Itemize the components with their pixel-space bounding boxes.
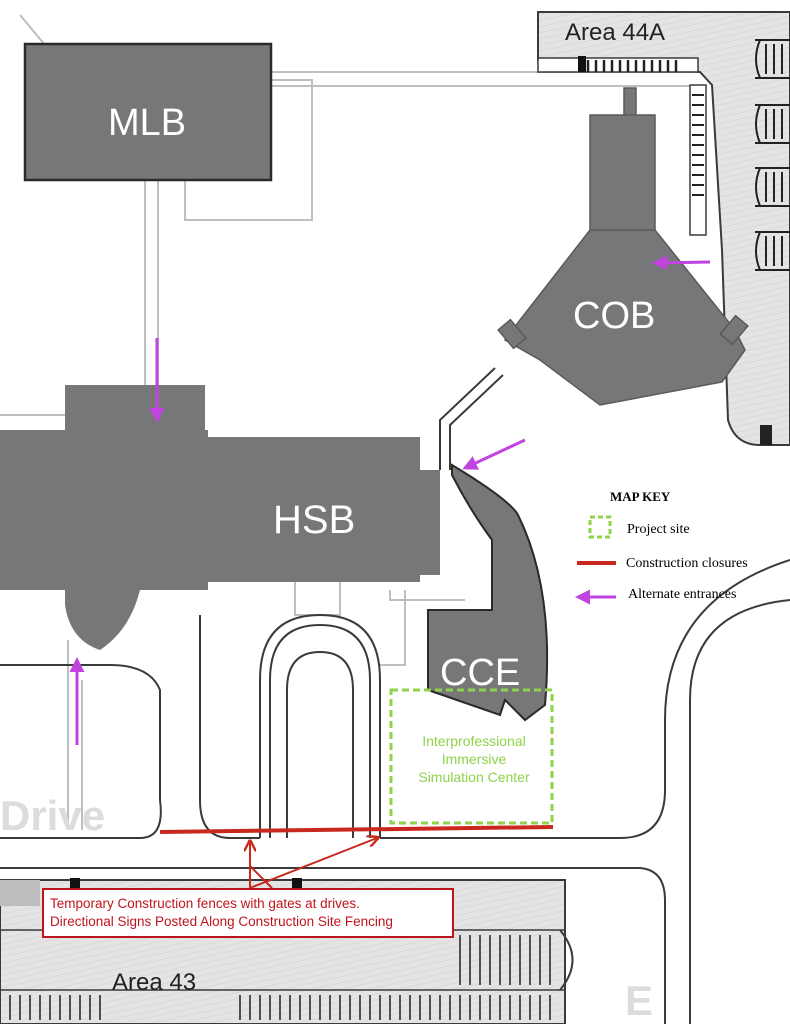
project-site-label-line3: Simulation Center: [418, 769, 530, 785]
project-site-boundary: [389, 688, 554, 825]
building-cob: [497, 87, 749, 406]
skybridge: [439, 367, 504, 470]
building-label-hsb: HSB: [273, 498, 355, 542]
construction-note-box: Temporary Construction fences with gates…: [42, 888, 454, 938]
map-key-project-site-label: Project site: [627, 522, 690, 537]
entrance-arrow-cob: [652, 255, 711, 271]
building-label-cob: COB: [573, 295, 655, 337]
parking-label-area-44a: Area 44A: [565, 19, 665, 46]
walkways: [0, 14, 700, 830]
construction-closure-line: [159, 825, 554, 834]
street-label-drive: Drive: [0, 792, 105, 839]
construction-note-line2: Directional Signs Posted Along Construct…: [50, 914, 393, 929]
building-mlb: [23, 42, 273, 182]
alternate-entrance-arrows: [69, 255, 711, 745]
building-label-mlb: MLB: [108, 102, 186, 144]
map-key-project-site-swatch: [588, 515, 612, 539]
map-key: MAP KEY Project site Construction closur…: [575, 489, 748, 605]
map-key-entrance-label: Alternate entrances: [628, 587, 736, 602]
project-site-label-line1: Interprofessional: [422, 733, 526, 749]
roads: [0, 559, 790, 1024]
parking-label-area-43: Area 43: [112, 969, 196, 996]
building-hsb: [0, 385, 440, 650]
building-cce: [427, 463, 549, 722]
map-key-title: MAP KEY: [610, 489, 671, 504]
street-label-fragment: E: [625, 977, 653, 1024]
map-key-closure-label: Construction closures: [626, 556, 748, 571]
project-site-label-line2: Immersive: [442, 751, 507, 767]
entrance-arrow-cce: [462, 438, 526, 470]
fence-gate-pointers: [250, 838, 377, 889]
building-label-cce: CCE: [440, 652, 520, 694]
construction-note-line1: Temporary Construction fences with gates…: [50, 896, 360, 911]
